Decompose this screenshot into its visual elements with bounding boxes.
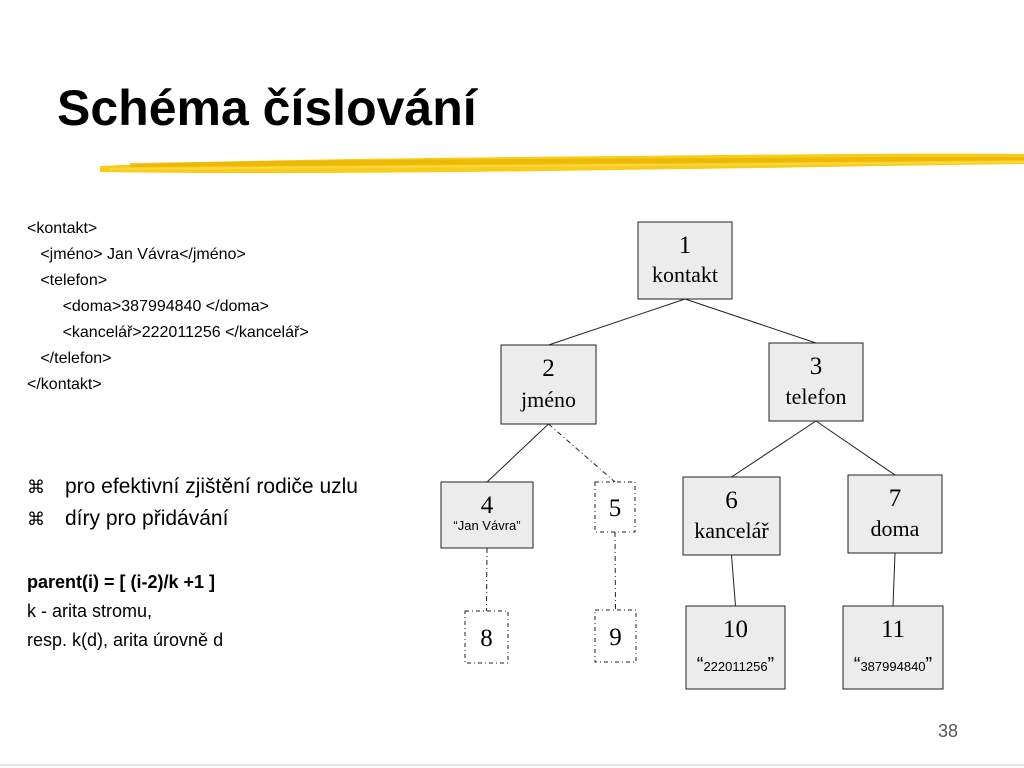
tree-node-9: 9 bbox=[594, 609, 637, 663]
tree-node-box bbox=[440, 481, 534, 549]
tree-node-box bbox=[637, 221, 733, 300]
bullet-list: ⌘ pro efektivní zjištění rodiče uzlu ⌘ dír… bbox=[27, 472, 358, 536]
tree-node-box bbox=[594, 481, 636, 533]
tree-node-6: 6 kancelář bbox=[682, 476, 781, 556]
tree-node-box bbox=[464, 610, 509, 664]
tree-node-7: 7 doma bbox=[847, 474, 943, 554]
footer-divider bbox=[0, 764, 1024, 766]
tree-edge-5-9 bbox=[614, 531, 616, 611]
tree-edge-7-11 bbox=[892, 552, 896, 607]
tree-edge-3-7 bbox=[815, 420, 896, 476]
tree-node-number: 11 bbox=[881, 616, 905, 643]
title-underline-brushstroke bbox=[100, 153, 1024, 174]
tree-node-4: 4“Jan Vávra” bbox=[440, 481, 534, 549]
tree-node-number: 7 bbox=[889, 485, 902, 512]
tree-node-label: “222011256” bbox=[697, 654, 774, 676]
tree-edge-4-8 bbox=[486, 547, 488, 612]
command-key-icon: ⌘ bbox=[27, 477, 45, 497]
tree-edge-1-3 bbox=[684, 298, 817, 344]
tree-node-label: “387994840” bbox=[854, 654, 932, 676]
tree-node-number: 9 bbox=[609, 624, 622, 651]
xml-example: <kontakt> <jméno> Jan Vávra</jméno> <tel… bbox=[27, 216, 309, 398]
page-number: 38 bbox=[937, 721, 958, 741]
command-key-icon: ⌘ bbox=[27, 509, 45, 529]
tree-node-number: 8 bbox=[480, 625, 493, 652]
xml-line: <jméno> Jan Vávra</jméno> bbox=[27, 246, 246, 263]
tree-node-8: 8 bbox=[464, 610, 509, 664]
xml-line: </telefon> bbox=[27, 350, 112, 367]
parent-formula: parent(i) = [ (i-2)/k +1 ] k - arita str… bbox=[27, 568, 223, 655]
tree-node-box bbox=[768, 342, 864, 422]
xml-line: <telefon> bbox=[27, 272, 108, 289]
tree-edge-6-10 bbox=[731, 554, 736, 607]
tree-node-number: 1 bbox=[679, 232, 692, 259]
tree-node-label: kancelář bbox=[694, 518, 769, 543]
xml-line: <doma>387994840 </doma> bbox=[27, 298, 269, 315]
slide-title: Schéma číslování bbox=[57, 80, 477, 136]
tree-node-2: 2 jméno bbox=[500, 344, 597, 425]
formula-line: k - arita stromu, bbox=[27, 601, 153, 621]
tree-node-box bbox=[682, 476, 781, 556]
bullet-item: ⌘ díry pro přidávání bbox=[27, 504, 358, 536]
tree-node-10: 10 “222011256” bbox=[685, 605, 786, 690]
tree-node-number: 3 bbox=[810, 353, 823, 380]
tree-node-number: 2 bbox=[542, 355, 555, 382]
tree-node-box bbox=[847, 474, 943, 554]
xml-line: <kontakt> bbox=[27, 220, 98, 237]
bullet-text: díry pro přidávání bbox=[65, 507, 229, 530]
tree-edge-3-6 bbox=[731, 420, 817, 478]
tree-node-number: 5 bbox=[609, 495, 622, 522]
tree-node-3: 3 telefon bbox=[768, 342, 864, 422]
tree-node-5: 5 bbox=[594, 481, 636, 533]
formula-line: resp. k(d), arita úrovně d bbox=[27, 630, 224, 650]
xml-line: </kontakt> bbox=[27, 376, 102, 393]
tree-edge-2-5 bbox=[548, 423, 616, 483]
tree-node-label: telefon bbox=[785, 384, 846, 409]
xml-line: <kancelář>222011256 </kancelář> bbox=[27, 324, 309, 341]
bullet-item: ⌘ pro efektivní zjištění rodiče uzlu bbox=[27, 472, 358, 504]
tree-node-number: 4 bbox=[481, 492, 494, 519]
bullet-text: pro efektivní zjištění rodiče uzlu bbox=[65, 475, 358, 498]
tree-edge-1-2 bbox=[548, 298, 686, 346]
tree-node-number: 6 bbox=[725, 487, 738, 514]
tree-node-label: doma bbox=[871, 516, 920, 541]
formula-line: parent(i) = [ (i-2)/k +1 ] bbox=[27, 572, 216, 592]
tree-node-label: jméno bbox=[520, 387, 576, 412]
tree-node-label: kontakt bbox=[652, 262, 718, 287]
tree-node-box bbox=[500, 344, 597, 425]
tree-node-number: 10 bbox=[723, 616, 748, 643]
tree-node-box bbox=[685, 605, 786, 690]
tree-node-box bbox=[842, 605, 944, 690]
tree-node-label: “Jan Vávra” bbox=[453, 518, 520, 533]
tree-node-box bbox=[594, 609, 637, 663]
tree-node-11: 11 “387994840” bbox=[842, 605, 944, 690]
tree-node-1: 1 kontakt bbox=[637, 221, 733, 300]
tree-edge-2-4 bbox=[486, 423, 549, 483]
